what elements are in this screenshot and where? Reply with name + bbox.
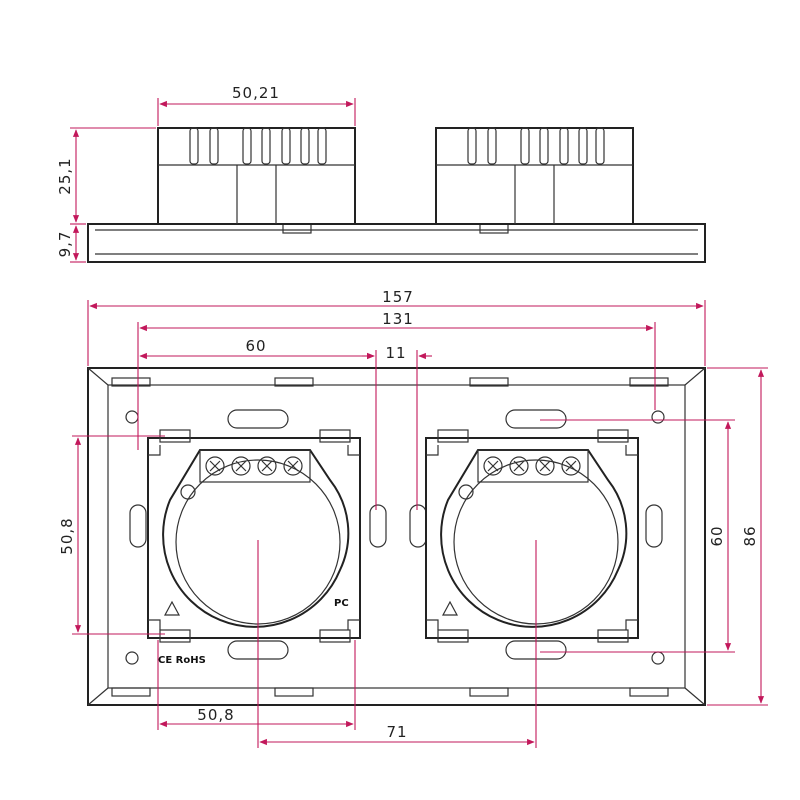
frame-notches <box>111 377 669 697</box>
dim-module-depth: 25,1 <box>56 127 156 225</box>
side-clip-right <box>479 223 509 234</box>
dim-label-inner-width: 131 <box>382 310 414 328</box>
dim-right-mount-height: 60 <box>540 419 735 653</box>
dim-label-module-depth: 25,1 <box>56 157 74 194</box>
front-module-right <box>425 429 639 643</box>
dim-hole-spacing: 71 <box>257 540 537 748</box>
side-view: 50,21 25,1 9,7 <box>56 84 706 263</box>
dim-gap: 11 <box>362 344 432 510</box>
material-mark: PC <box>334 598 349 609</box>
terminal-block <box>199 449 311 483</box>
dim-label-hole-spacing: 71 <box>386 723 407 741</box>
dim-inner-width: 131 <box>137 310 656 450</box>
front-frame <box>87 367 706 706</box>
side-slots <box>129 504 663 548</box>
side-panel <box>87 223 706 263</box>
side-module-right <box>435 127 634 225</box>
dim-label-left-mount-height: 50,8 <box>58 517 76 554</box>
dim-overall-width: 157 <box>87 288 706 366</box>
terminal-screws <box>205 456 303 476</box>
front-module-left: PC <box>147 429 361 643</box>
certification-mark: CE RoHS <box>158 655 206 666</box>
dim-label-panel-thickness: 9,7 <box>56 231 74 258</box>
dim-left-mount-width: 50,8 <box>157 640 356 730</box>
dim-label-module-width: 50,21 <box>232 84 280 102</box>
side-clip-left <box>282 223 312 234</box>
dim-label-left-mount-width: 50,8 <box>197 706 234 724</box>
dim-left-mount-height: 50,8 <box>58 435 165 635</box>
dim-overall-height: 86 <box>707 367 768 706</box>
dim-label-overall-width: 157 <box>382 288 414 306</box>
front-inner-frame <box>107 384 686 689</box>
front-view: PC <box>58 288 768 748</box>
side-module-left <box>157 127 356 225</box>
module-round-housing <box>162 449 350 628</box>
dim-label-gap: 11 <box>385 344 406 362</box>
dim-label-overall-height: 86 <box>741 525 759 546</box>
dim-label-right-mount-height: 60 <box>708 525 726 546</box>
dim-label-module-pitch: 60 <box>245 337 266 355</box>
dim-module-pitch: 60 <box>139 337 377 510</box>
dim-module-width: 50,21 <box>157 84 356 126</box>
dim-panel-thickness: 9,7 <box>56 225 86 263</box>
corner-holes <box>125 410 665 665</box>
